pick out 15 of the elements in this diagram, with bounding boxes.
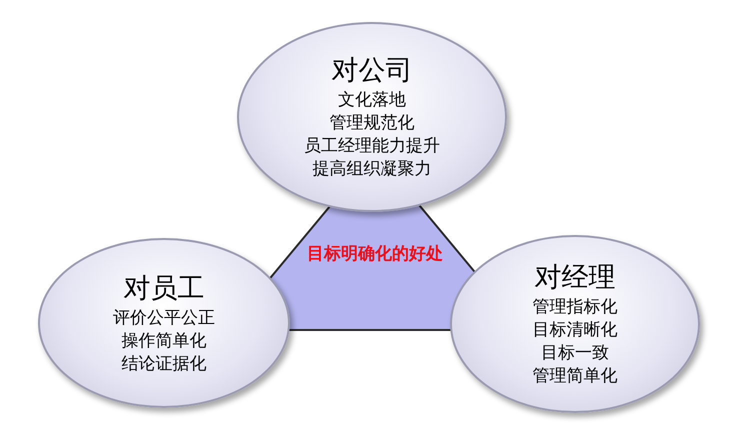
benefit-item: 管理简单化 — [532, 365, 618, 388]
ellipse-heading: 对经理 — [534, 261, 616, 295]
benefit-item: 管理规范化 — [330, 112, 414, 135]
benefit-item: 文化落地 — [338, 89, 406, 112]
benefit-item: 评价公平公正 — [113, 306, 215, 330]
benefit-item: 操作简单化 — [122, 330, 206, 352]
center-label: 目标明确化的好处 — [306, 243, 444, 266]
benefit-item: 员工经理能力提升 — [304, 135, 440, 158]
benefit-item: 结论证据化 — [122, 352, 206, 376]
ellipse-heading: 对员工 — [124, 272, 204, 306]
benefit-item: 管理指标化 — [532, 296, 618, 319]
benefit-item: 目标清晰化 — [532, 319, 618, 342]
benefit-item: 目标一致 — [541, 342, 609, 365]
benefit-item: 提高组织凝聚力 — [312, 158, 432, 181]
ellipse-heading: 对公司 — [332, 54, 412, 88]
